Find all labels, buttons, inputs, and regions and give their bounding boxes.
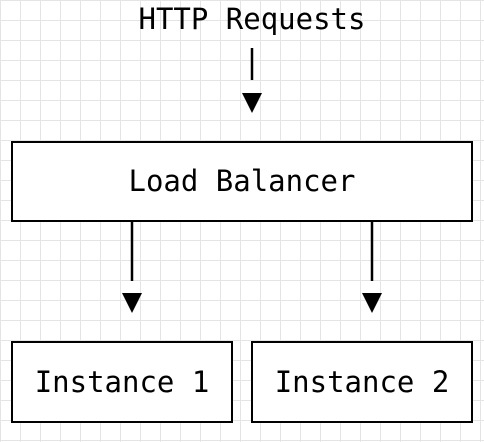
instance-2-label: Instance 2 (274, 364, 450, 399)
arrow-requests-to-load-balancer (242, 48, 262, 113)
instance-2-node: Instance 2 (251, 341, 473, 423)
http-requests-label: HTTP Requests (138, 2, 366, 36)
instance-1-label: Instance 1 (34, 364, 210, 399)
arrow-load-balancer-to-instance-2 (362, 222, 382, 313)
load-balancer-label: Load Balancer (128, 164, 356, 198)
arrow-head (362, 293, 382, 313)
instance-1-node: Instance 1 (11, 341, 233, 423)
arrow-load-balancer-to-instance-1 (122, 222, 142, 313)
load-balancer-node: Load Balancer (11, 141, 473, 222)
arrow-head (122, 293, 142, 313)
arrow-head (242, 93, 262, 113)
